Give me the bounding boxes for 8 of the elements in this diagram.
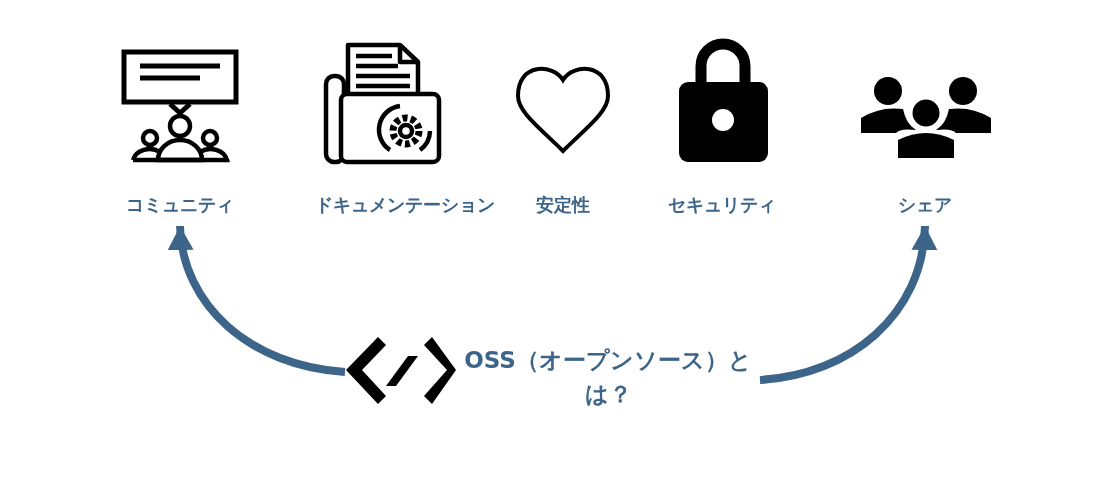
icon-label: シェア [897, 193, 953, 217]
icon-label: ドキュメンテーション [314, 193, 496, 217]
icon-label: セキュリティ [667, 193, 777, 217]
icon-label: 安定性 [535, 193, 591, 217]
icon-label: コミュニティ [125, 193, 235, 217]
curved-arrow [759, 225, 936, 384]
title-text: OSS（オープンソース）とは？ [463, 346, 753, 409]
curved-arrow [169, 225, 346, 376]
